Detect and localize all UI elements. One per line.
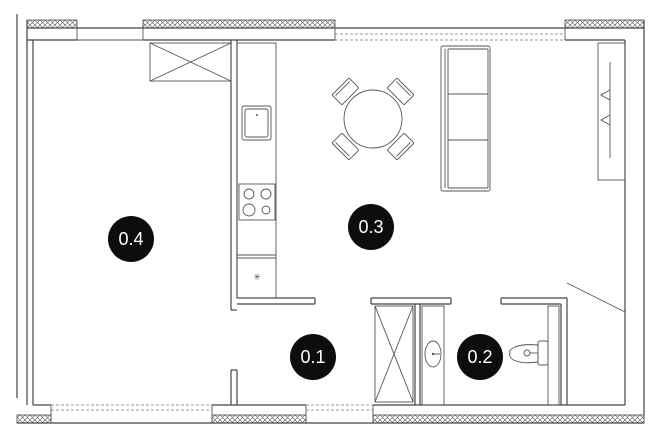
bathroom-01 xyxy=(370,297,452,406)
room-label-0-4: 0.4 xyxy=(118,229,143,249)
room-marker-0-4: 0.4 xyxy=(108,216,154,262)
cooktop xyxy=(238,183,276,221)
shower-tray xyxy=(374,305,414,403)
toilet xyxy=(509,340,549,366)
room-label-0-3: 0.3 xyxy=(358,217,383,237)
room-marker-0-3: 0.3 xyxy=(348,204,394,250)
washbasin xyxy=(424,340,442,368)
tv-unit xyxy=(597,42,626,181)
right-wall xyxy=(624,20,645,415)
svg-text:✳: ✳ xyxy=(253,273,261,283)
left-wall xyxy=(26,40,34,405)
washbasin-counter xyxy=(421,305,445,406)
sofa xyxy=(440,45,491,192)
room-marker-0-2: 0.2 xyxy=(457,334,503,380)
room-marker-0-1: 0.1 xyxy=(290,334,336,380)
wardrobe xyxy=(149,42,232,82)
room-label-0-2: 0.2 xyxy=(467,347,492,367)
dining-table xyxy=(331,77,415,161)
entry-door-swing xyxy=(566,282,626,313)
kitchen-counter: ✳ xyxy=(236,42,277,299)
bottom-wall xyxy=(16,404,645,424)
room-label-0-1: 0.1 xyxy=(300,347,325,367)
top-wall xyxy=(26,19,645,41)
bathroom-02 xyxy=(500,297,568,406)
kitchen-sink xyxy=(241,105,272,141)
